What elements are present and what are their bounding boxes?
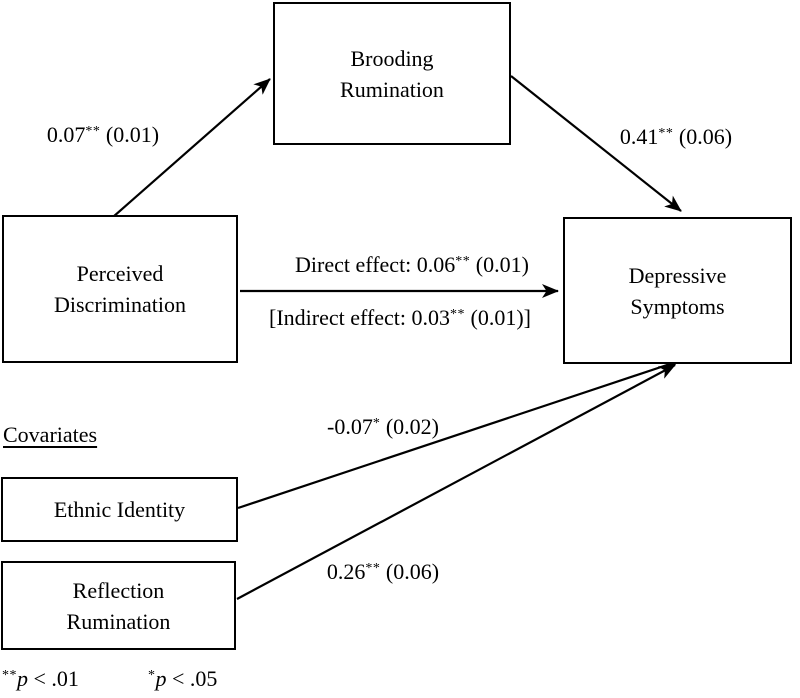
node-label-line: Rumination (66, 608, 171, 634)
footnote-p-05: *p < .05 (148, 666, 217, 692)
significance-stars: ** (658, 126, 674, 141)
coef-value: [Indirect effect: 0.03 (269, 305, 451, 330)
standard-error: (0.01) (470, 252, 529, 277)
node-label-line: Reflection (72, 577, 165, 603)
coef-label-reflection-rumination-path: 0.26** (0.06) (327, 559, 439, 585)
node-label-line: Depressive (628, 262, 727, 288)
node-label-line: Symptoms (630, 293, 725, 319)
covariates-heading: Covariates (3, 422, 98, 447)
significance-stars: ** (450, 307, 466, 322)
significance-stars: ** (2, 668, 17, 683)
p-symbol: p (17, 666, 28, 691)
p-symbol: p (155, 666, 167, 691)
standard-error: (0.06) (380, 559, 440, 584)
standard-error: (0.01) (100, 122, 160, 147)
standard-error: (0.06) (673, 124, 733, 149)
arrow-brooding-to-depressive (510, 75, 682, 212)
node-label-line: Rumination (340, 76, 444, 102)
standard-error: (0.01)] (465, 305, 531, 330)
p-threshold: < .01 (28, 666, 79, 691)
significance-stars: ** (85, 124, 101, 139)
node-label-line: Discrimination (54, 292, 186, 317)
node-label-line: Ethnic Identity (53, 497, 186, 522)
standard-error: (0.02) (380, 414, 439, 439)
coef-label-indirect-effect: [Indirect effect: 0.03** (0.01)] (269, 305, 531, 331)
significance-stars: ** (455, 254, 471, 269)
coef-label-a-path: 0.07** (0.01) (47, 122, 159, 148)
significance-stars: * (372, 416, 381, 431)
coef-value: Direct effect: 0.06 (295, 252, 456, 277)
node-label-line: Brooding (350, 45, 434, 71)
p-threshold: < .05 (166, 666, 218, 691)
coef-label-direct-effect: Direct effect: 0.06** (0.01) (295, 252, 529, 278)
node-ethnic-identity: Ethnic Identity (1, 477, 238, 542)
significance-stars: * (148, 668, 156, 683)
arrow-ethnic-to-depressive (237, 359, 680, 510)
node-reflection-rumination: Reflection Rumination (1, 561, 236, 650)
node-perceived-discrimination: Perceived Discrimination (2, 215, 238, 363)
coef-value: 0.26 (326, 559, 366, 584)
significance-stars: ** (365, 561, 381, 576)
coef-value: -0.07 (327, 414, 373, 439)
node-label-line: Perceived (76, 261, 164, 286)
arrow-perceived-to-brooding (112, 78, 271, 218)
footnote-p-01: **p < .01 (2, 666, 79, 692)
coef-label-b-path: 0.41** (0.06) (620, 124, 732, 150)
node-brooding-rumination: Brooding Rumination (273, 2, 511, 145)
coef-value: 0.07 (46, 122, 86, 147)
arrow-reflection-to-depressive (236, 364, 676, 600)
coef-value: 0.41 (619, 124, 659, 149)
coef-label-ethnic-identity-path: -0.07* (0.02) (327, 414, 439, 440)
node-depressive-symptoms: Depressive Symptoms (563, 217, 792, 364)
